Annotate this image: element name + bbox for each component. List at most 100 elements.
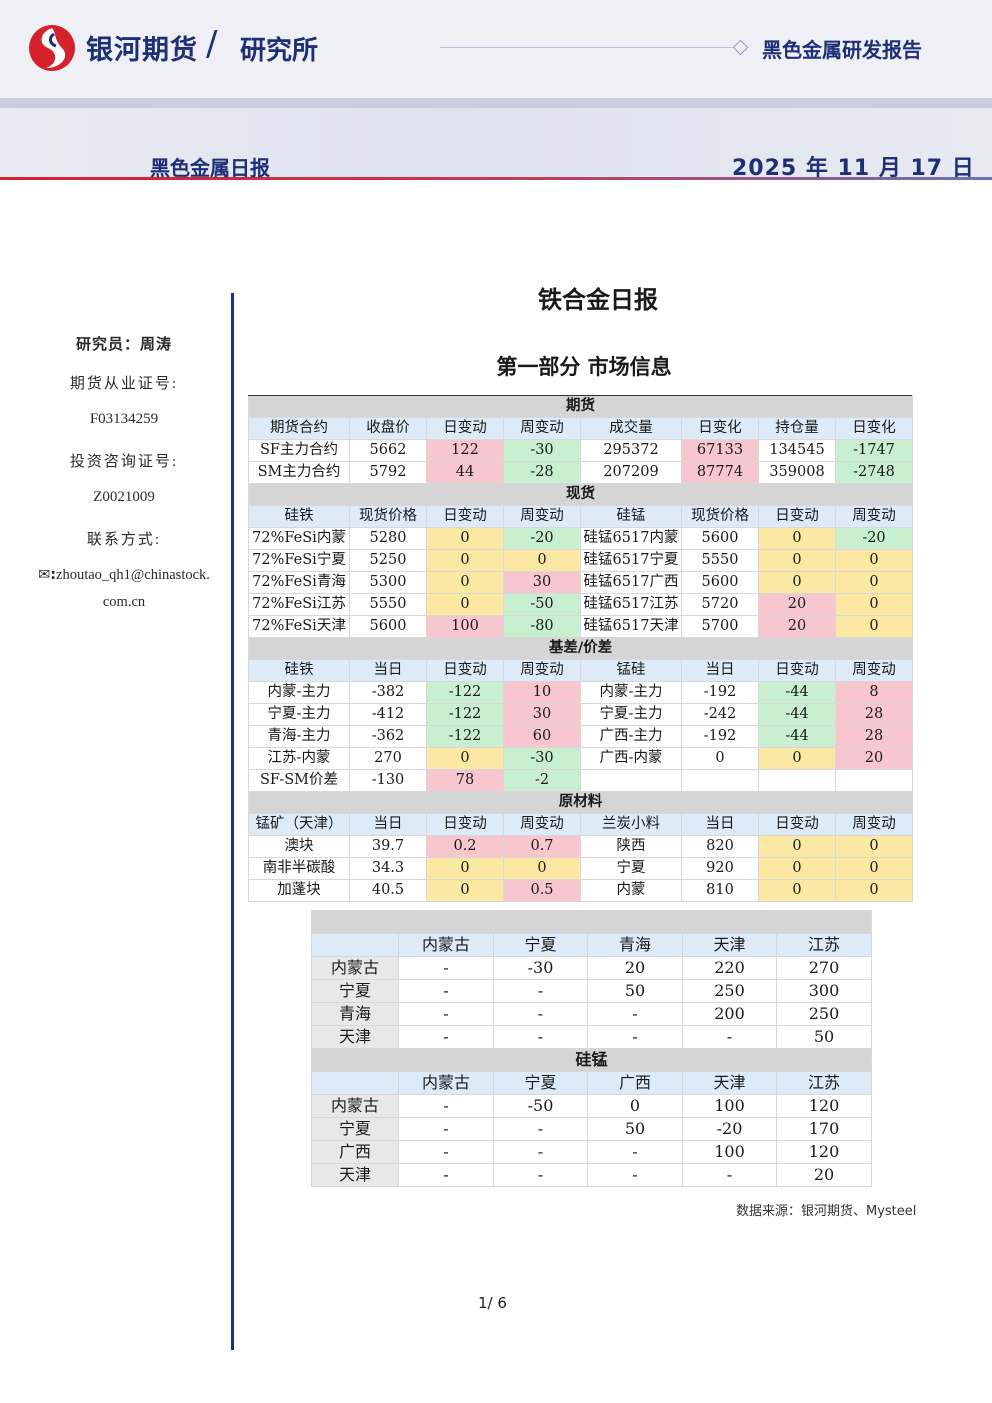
spot-section-row: 现货 [248, 483, 913, 506]
spread2-section-title: 硅锰 [310, 1048, 873, 1072]
column-header: 周变动 [835, 659, 913, 682]
row-label: 青海 [311, 1002, 399, 1026]
table-cell: 0.7 [503, 835, 581, 858]
section-title: 第一部分 市场信息 [496, 355, 672, 379]
table-cell: 200 [682, 1002, 777, 1026]
column-header: 硅锰 [580, 505, 682, 528]
column-header: 周变动 [503, 813, 581, 836]
table-cell: 硅锰6517江苏 [580, 593, 682, 616]
table-cell: -122 [426, 725, 504, 748]
basis-section-row: 基差/价差 [248, 637, 913, 660]
table-cell: -1747 [835, 439, 913, 462]
header-band [0, 98, 992, 108]
basis-section-title: 基差/价差 [248, 637, 913, 660]
table-cell: 60 [503, 725, 581, 748]
table-cell: 5300 [349, 571, 427, 594]
page-title: 铁合金日报 [538, 286, 658, 314]
table-cell: 122 [426, 439, 504, 462]
column-header: 周变动 [503, 505, 581, 528]
row-label: 内蒙古 [311, 956, 399, 980]
table-cell: -2748 [835, 461, 913, 484]
column-header: 周变动 [503, 659, 581, 682]
column-header: 当日 [349, 813, 427, 836]
table-cell: 810 [681, 879, 759, 902]
table-cell: 0 [835, 879, 913, 902]
column-header: 周变动 [835, 813, 913, 836]
table-cell: - [682, 1025, 777, 1049]
table-cell: 硅锰6517内蒙 [580, 527, 682, 550]
column-header: 硅铁 [248, 659, 350, 682]
mail-icon: ✉ [38, 567, 51, 583]
email-address[interactable]: ✉:zhoutao_qh1@chinastock. [38, 567, 210, 583]
table-cell: 0 [681, 747, 759, 770]
table-cell: -44 [758, 703, 836, 726]
column-header: 内蒙古 [398, 933, 494, 957]
table-cell: 内蒙 [580, 879, 682, 902]
table-cell: - [398, 1094, 494, 1118]
column-header: 周变动 [835, 505, 913, 528]
table-cell: 5600 [681, 527, 759, 550]
researcher-name: 研究员：周涛 [75, 335, 172, 353]
column-header: 兰炭小料 [580, 813, 682, 836]
table-row: 天津----20 [311, 1163, 873, 1187]
table-cell: - [587, 1002, 683, 1026]
table-cell: 300 [775, 979, 873, 1003]
table-cell: 72%FeSi江苏 [248, 593, 350, 616]
table-cell: -30 [503, 747, 581, 770]
table-cell: 50 [587, 1117, 683, 1141]
table-cell: 72%FeSi宁夏 [248, 549, 350, 572]
table-cell: 宁夏 [580, 857, 682, 880]
table-cell: 72%FeSi内蒙 [248, 527, 350, 550]
table-cell: 100 [426, 615, 504, 638]
table-cell: 67133 [681, 439, 759, 462]
table-cell: SF主力合约 [248, 439, 350, 462]
table-cell: 20 [758, 615, 836, 638]
spot-section-title: 现货 [248, 483, 913, 506]
basis-header-row: 硅铁当日日变动周变动锰硅当日日变动周变动 [248, 659, 913, 682]
column-header: 天津 [682, 933, 777, 957]
report-date: 2025 年 11 月 17 日 [732, 156, 975, 181]
table-cell: 20 [587, 956, 683, 980]
table-row: 天津----50 [311, 1025, 873, 1049]
table-cell: 江苏-内蒙 [248, 747, 350, 770]
table-cell: 78 [426, 769, 504, 792]
contact-label: 联系方式: [86, 532, 162, 548]
table-cell: 内蒙-主力 [580, 681, 682, 704]
table-cell: 0 [426, 527, 504, 550]
table-cell: - [493, 979, 588, 1003]
table-cell: 青海-主力 [248, 725, 350, 748]
column-header: 江苏 [775, 933, 873, 957]
table-cell: 207209 [580, 461, 682, 484]
table-cell: 5720 [681, 593, 759, 616]
column-header: 江苏 [775, 1071, 873, 1095]
table-cell: - [398, 1002, 494, 1026]
email-address-cont[interactable]: com.cn [102, 594, 146, 610]
column-header: 日变动 [426, 813, 504, 836]
row-label: 宁夏 [311, 979, 399, 1003]
table-cell: 0 [587, 1094, 683, 1118]
table-cell: 87774 [681, 461, 759, 484]
decorative-line [440, 47, 735, 48]
column-header: 当日 [681, 813, 759, 836]
report-type: 黑色金属研发报告 [762, 38, 922, 62]
table-cell: 0 [426, 593, 504, 616]
table-cell: 0 [426, 857, 504, 880]
table-cell: 5662 [349, 439, 427, 462]
column-header: 持仓量 [758, 417, 836, 440]
table-cell: - [493, 1002, 588, 1026]
table-cell: 0 [835, 549, 913, 572]
table-cell: -28 [503, 461, 581, 484]
column-header: 广西 [587, 1071, 683, 1095]
column-header: 现货价格 [349, 505, 427, 528]
table-cell: - [587, 1025, 683, 1049]
table-cell: -50 [493, 1094, 588, 1118]
table-cell: 0.5 [503, 879, 581, 902]
license-number: F03134259 [89, 411, 159, 427]
